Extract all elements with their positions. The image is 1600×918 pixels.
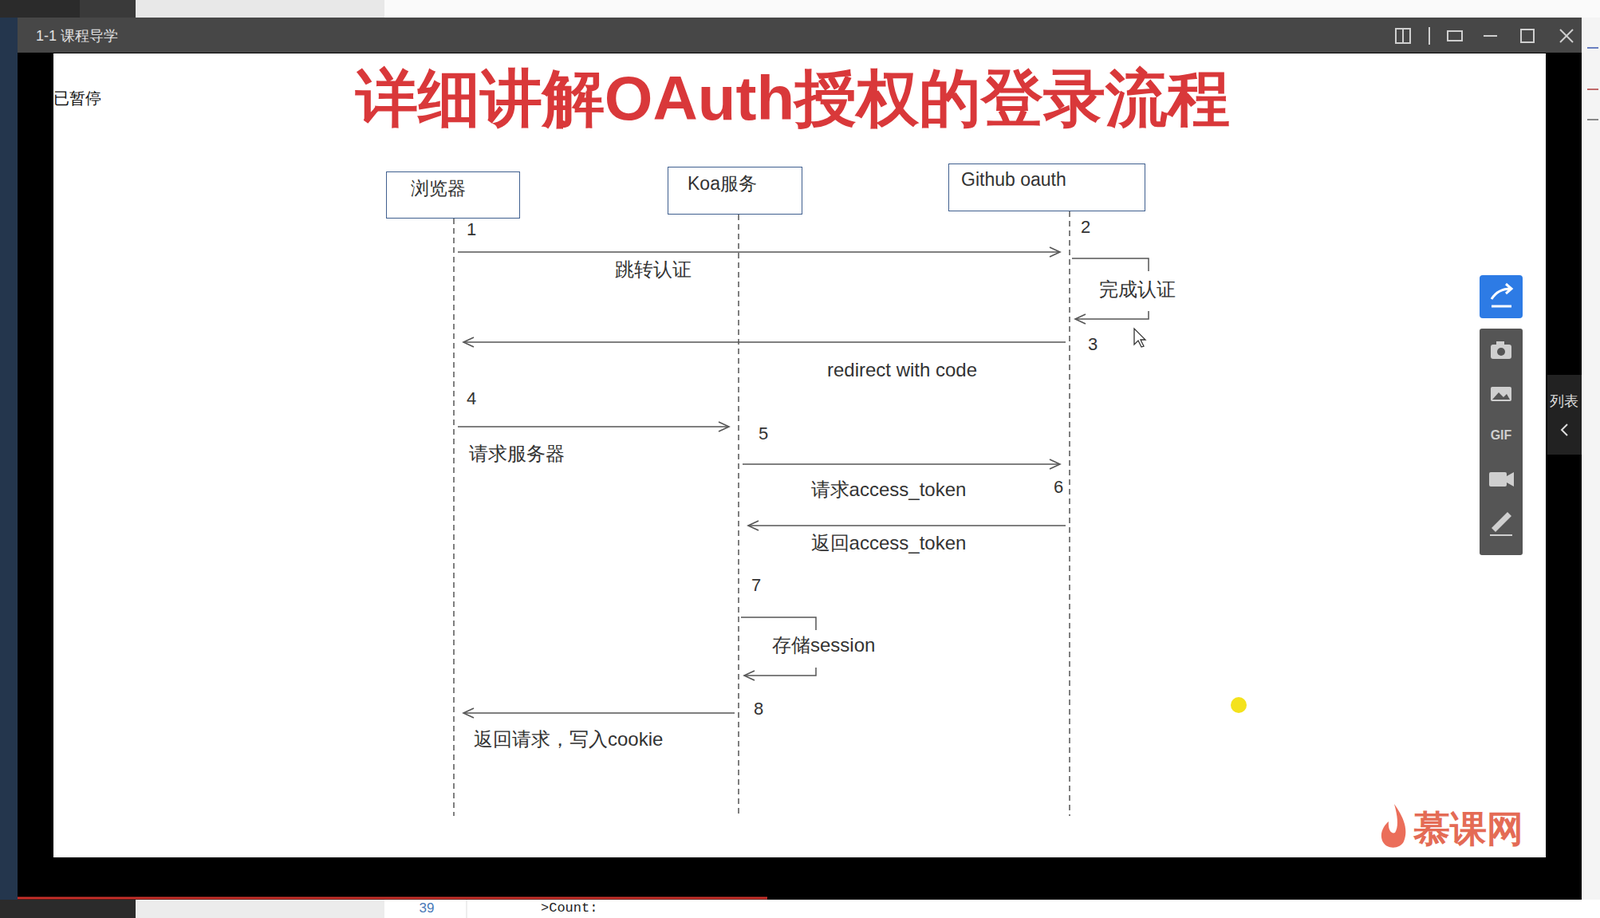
code-text: >Count: [540,900,598,917]
line-number: 39 [419,900,435,917]
side-mark [1587,47,1599,49]
callout-number: 2 [1080,216,1091,237]
desktop-strip [0,0,18,918]
top-bar [0,0,80,18]
slide [53,53,1546,858]
message-arrow [457,251,1061,253]
message-label: 跳转认证 [612,258,694,281]
message-label: 返回access_token [808,532,970,555]
top-bar [384,0,1600,18]
tool-icons [1489,341,1514,536]
callout-number: 1 [466,219,477,240]
message-arrow [463,712,735,714]
callout-number: 4 [466,388,477,409]
lifeline [453,218,455,816]
share-icon [1491,283,1512,307]
mouse-cursor [1134,328,1146,347]
list-tab [1547,374,1582,455]
top-bar [79,0,136,18]
side-page [1581,17,1600,900]
watermark: 慕课网 [1413,807,1524,851]
message-label: 存储session [769,634,878,657]
callout-number: 8 [753,698,764,719]
side-mark [1587,118,1599,121]
collapse-arrow [1561,424,1568,436]
message-arrow [742,463,1061,466]
participant-name: Github oauth [961,169,1067,190]
pointer-dot [1230,697,1247,714]
callout-number: 5 [758,423,769,444]
side-mark [1587,88,1599,91]
bottom-bar [135,899,385,918]
participant-name: 浏览器 [410,177,466,199]
window-controls [1395,27,1573,45]
top-bar [135,0,385,18]
slide-title: 详细讲解OAuth授权的登录流程 [355,63,1230,135]
lifeline [1068,211,1071,816]
tool-panel [1479,328,1523,556]
callout-number: 7 [751,575,761,596]
message-label: 请求access_token [808,478,970,501]
bottom-bar [0,899,136,918]
gutter-line [466,899,468,918]
message-label: 请求服务器 [466,442,568,466]
gif-tool: GIF [1490,428,1513,443]
share-button [1479,275,1523,319]
message-label: redirect with code [824,358,980,382]
list-tab-label: 列表 [1549,393,1579,410]
paused-note: 已暂停 [53,89,102,108]
lifeline [737,214,740,816]
message-arrow [748,524,1066,527]
player-window [17,17,1582,900]
title-bar [17,17,1582,53]
logo-flame [1381,803,1406,848]
lifeline-box: Koa服务 [667,166,803,215]
message-arrow [457,425,730,428]
progress-bar [17,897,768,900]
callout-number: 6 [1053,476,1064,497]
participant-name: Koa服务 [687,173,757,194]
lifeline-box: Github oauth [948,163,1146,212]
message-label: 返回请求，写入cookie [471,728,666,751]
window-title: 1-1 课程导学 [35,27,119,45]
message-arrow [463,341,1066,343]
code-editor [384,899,1600,918]
callout-number: 3 [1087,334,1098,355]
message-label: 完成认证 [1096,278,1179,301]
lifeline-box: 浏览器 [386,171,521,219]
